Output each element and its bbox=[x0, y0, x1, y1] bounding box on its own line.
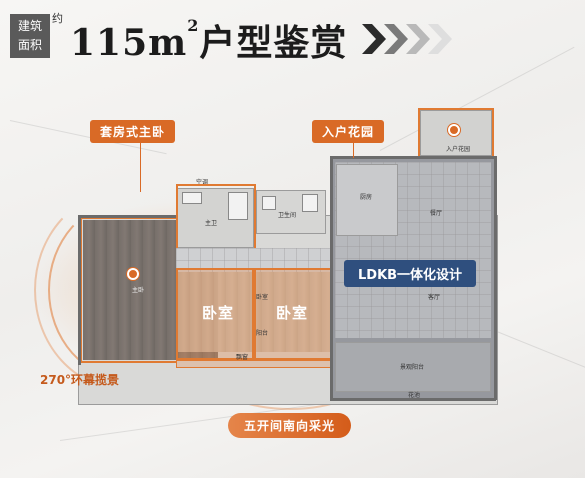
room-label-master-bed: 主卧 bbox=[132, 287, 145, 294]
approx-label: 约 bbox=[52, 12, 63, 25]
master-bath-outline bbox=[176, 184, 256, 250]
wall bbox=[78, 215, 81, 365]
shower bbox=[302, 194, 318, 212]
area-badge-line2: 面积 bbox=[17, 38, 42, 52]
room-label-master-bath: 主卫 bbox=[205, 220, 218, 227]
room-label-bed-small: 卧室 bbox=[256, 294, 269, 301]
room-label-entrance-garden: 入户花园 bbox=[446, 146, 471, 153]
wall bbox=[330, 156, 333, 400]
sink bbox=[182, 192, 202, 204]
kitchen bbox=[336, 164, 398, 236]
title-superscript: 2 bbox=[187, 16, 200, 35]
tag-pointer bbox=[353, 142, 354, 158]
room-label-balcony: 阳台 bbox=[256, 330, 269, 337]
wall bbox=[494, 156, 497, 400]
chevron-right-icon bbox=[362, 24, 452, 54]
room-label-dining: 餐厅 bbox=[430, 210, 443, 217]
wall bbox=[330, 156, 496, 159]
room-label-garden-edge: 花池 bbox=[408, 392, 421, 399]
page-title: 115m2户型鉴赏 bbox=[70, 14, 347, 66]
ldkb-tag: LDKB一体化设计 bbox=[344, 260, 477, 287]
tag-pointer bbox=[140, 142, 141, 192]
bathtub bbox=[228, 192, 248, 220]
floor-plan: 主卧 主卫 空调 卫生间 卧室 卧室 阳台 卧室 飘窗 厨房 餐厅 客厅 景观阳… bbox=[0, 80, 585, 478]
wall bbox=[78, 215, 176, 218]
location-marker bbox=[127, 268, 139, 280]
ac-label: 空调 bbox=[196, 179, 209, 186]
bay-window-strip bbox=[176, 360, 332, 368]
room-label-public-bath: 卫生间 bbox=[278, 212, 297, 219]
bedroom-1-label: 卧室 bbox=[202, 304, 235, 322]
room-label-sunroom: 景观阳台 bbox=[400, 364, 425, 371]
toilet bbox=[262, 196, 276, 210]
title-number: 115m bbox=[70, 22, 188, 64]
master-suite-outline bbox=[80, 217, 176, 363]
area-badge: 建筑 面积 bbox=[10, 14, 50, 58]
bedroom-2-label: 卧室 bbox=[276, 304, 309, 322]
title-text: 户型鉴赏 bbox=[199, 22, 348, 64]
south-light-tag: 五开间南向采光 bbox=[228, 413, 352, 438]
panorama-caption: 270°环幕揽景 bbox=[40, 373, 120, 387]
entrance-garden-tag: 入户花园 bbox=[312, 120, 385, 143]
location-marker bbox=[448, 124, 460, 136]
wall bbox=[330, 398, 496, 401]
living-floor bbox=[335, 162, 491, 338]
room-label-living: 客厅 bbox=[428, 294, 441, 301]
sunroom bbox=[335, 342, 491, 392]
room-label-bay-window: 飘窗 bbox=[236, 354, 249, 361]
master-suite-tag: 套房式主卧 bbox=[90, 120, 176, 143]
area-badge-line1: 建筑 bbox=[17, 19, 42, 33]
bedroom-1-outline bbox=[176, 268, 254, 360]
room-label-kitchen: 厨房 bbox=[360, 194, 373, 201]
header: 建筑 面积 约 115m2户型鉴赏 bbox=[0, 0, 585, 78]
